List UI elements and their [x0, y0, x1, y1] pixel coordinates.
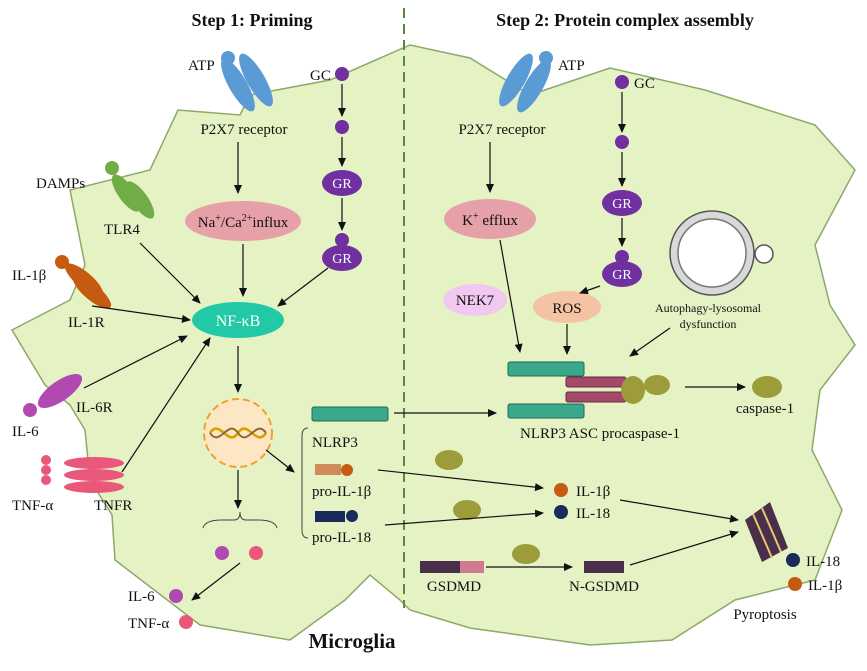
caspase-cleave-icon: [512, 544, 540, 564]
step2-arrows: [377, 92, 746, 571]
p2x7-step2-label: P2X7 receptor: [458, 122, 545, 138]
tnfr-receptor-icon: [64, 457, 124, 493]
p2x7-receptor-step2-icon: [499, 51, 553, 113]
inflammasome-complex-icon: [507, 361, 670, 419]
pyroptosis-label: Pyroptosis: [733, 607, 797, 623]
gc-step2-bound-icon: [615, 250, 629, 264]
pyro-il18-icon: [786, 553, 800, 567]
gene-product-bracket: [301, 427, 309, 539]
caspase-cleave-icon: [453, 500, 481, 520]
p2x7-receptor-icon: [221, 51, 273, 112]
tnfa-molecule-icon: [41, 455, 51, 485]
pyro-il1b-label: IL-1β: [808, 578, 842, 594]
nek7-label: NEK7: [456, 293, 495, 309]
gc-step2-label: GC: [634, 76, 655, 92]
gr-receptor-icon: [322, 170, 362, 196]
il1r-receptor-icon: [64, 263, 112, 309]
p2x7-label: P2X7 receptor: [200, 122, 287, 138]
il1b-ligand-label: IL-1β: [12, 268, 46, 284]
n-gsdmd-protein-icon: [584, 561, 624, 573]
step1-arrows: [83, 84, 346, 601]
damps-molecule-icon: [105, 161, 119, 175]
pyro-il18-label: IL-18: [806, 554, 840, 570]
il6-secreted-icon: [215, 546, 229, 560]
step2-header: Step 2: Protein complex assembly: [496, 10, 754, 30]
pro-il1b-label: pro-IL-1β: [312, 484, 371, 500]
pyro-il1b-icon: [788, 577, 802, 591]
gc-molecule-icon: [335, 67, 349, 81]
gsdmd-domain-icon: [460, 561, 484, 573]
k-efflux-label: K+ efflux: [462, 211, 518, 229]
nlrp3-protein-icon: [311, 406, 389, 422]
gsdmd-pore-icon: [745, 502, 788, 562]
tnfa-ligand-label: TNF-α: [12, 498, 53, 514]
gr-label: GR: [332, 177, 352, 192]
il6-ligand-label: IL-6: [12, 424, 39, 440]
nfkb-label: NF-κB: [216, 313, 261, 330]
damps-label: DAMPs: [36, 176, 85, 192]
pro-il18-domain-icon: [346, 510, 358, 522]
gr-receptor-bound-icon: [322, 245, 362, 271]
il1r-label: IL-1R: [68, 315, 105, 331]
tlr4-receptor-icon: [111, 174, 155, 219]
ion-influx-node: [185, 201, 301, 241]
nucleus-dna-icon: [203, 398, 273, 468]
out-tnfa-icon: [179, 615, 193, 629]
pro-il18-label: pro-IL-18: [312, 530, 371, 546]
tnfa-secreted-icon: [249, 546, 263, 560]
atp-label: ATP: [188, 58, 215, 74]
n-gsdmd-label: N-GSDMD: [569, 579, 639, 595]
autophagy-label-line2: dysfunction: [680, 317, 737, 331]
inflammasome-label: NLRP3 ASC procaspase-1: [520, 426, 680, 442]
pro-il1b-domain-icon: [341, 464, 353, 476]
autophagy-label-line1: Autophagy-lysosomal: [655, 301, 762, 315]
gc-molecule-icon: [335, 120, 349, 134]
lysosome-icon: [669, 210, 774, 296]
tnfr-label: TNFR: [94, 498, 132, 514]
pro-il1b-protein-icon: [315, 464, 341, 475]
tlr4-label: TLR4: [104, 222, 140, 238]
gsdmd-protein-icon: [420, 561, 460, 573]
il6r-label: IL-6R: [76, 400, 113, 416]
ros-label: ROS: [552, 301, 581, 317]
gc-step2-molecule-icon: [615, 135, 629, 149]
secretion-bracket: [202, 511, 278, 529]
microglia-cell-body: [10, 44, 856, 646]
gr-step2-bound-label: GR: [612, 268, 632, 283]
influx-label: Na+/Ca2+influx: [198, 213, 289, 231]
gc-step2-molecule-icon: [615, 75, 629, 89]
gsdmd-label: GSDMD: [427, 579, 481, 595]
caspase1-icon: [752, 376, 782, 398]
out-il6-icon: [169, 589, 183, 603]
k-efflux-node: [444, 199, 536, 239]
gc-bound-icon: [335, 233, 349, 247]
gr-step2-receptor-icon: [602, 190, 642, 216]
gr-step2-label: GR: [612, 197, 632, 212]
il1b-mature-icon: [554, 483, 568, 497]
nlrp3-label: NLRP3: [312, 435, 358, 451]
gr-bound-label: GR: [332, 252, 352, 267]
step1-header: Step 1: Priming: [192, 10, 313, 30]
gc-label: GC: [310, 68, 331, 84]
il18-mature-icon: [554, 505, 568, 519]
out-tnfa-label: TNF-α: [128, 616, 169, 632]
il1b-mature-label: IL-1β: [576, 484, 610, 500]
caspase-cleave-icon: [435, 450, 463, 470]
il18-mature-label: IL-18: [576, 506, 610, 522]
cell-label: Microglia: [308, 629, 396, 653]
gr-step2-bound-icon: [602, 261, 642, 287]
nfkb-node: [192, 302, 284, 338]
ros-node: [533, 291, 601, 323]
nek7-node: [443, 284, 507, 316]
out-il6-label: IL-6: [128, 589, 155, 605]
atp-step2-label: ATP: [558, 58, 585, 74]
pro-il18-protein-icon: [315, 511, 345, 522]
il6r-receptor-icon: [37, 373, 83, 409]
il6-molecule-icon: [23, 403, 37, 417]
caspase1-label: caspase-1: [736, 401, 794, 417]
